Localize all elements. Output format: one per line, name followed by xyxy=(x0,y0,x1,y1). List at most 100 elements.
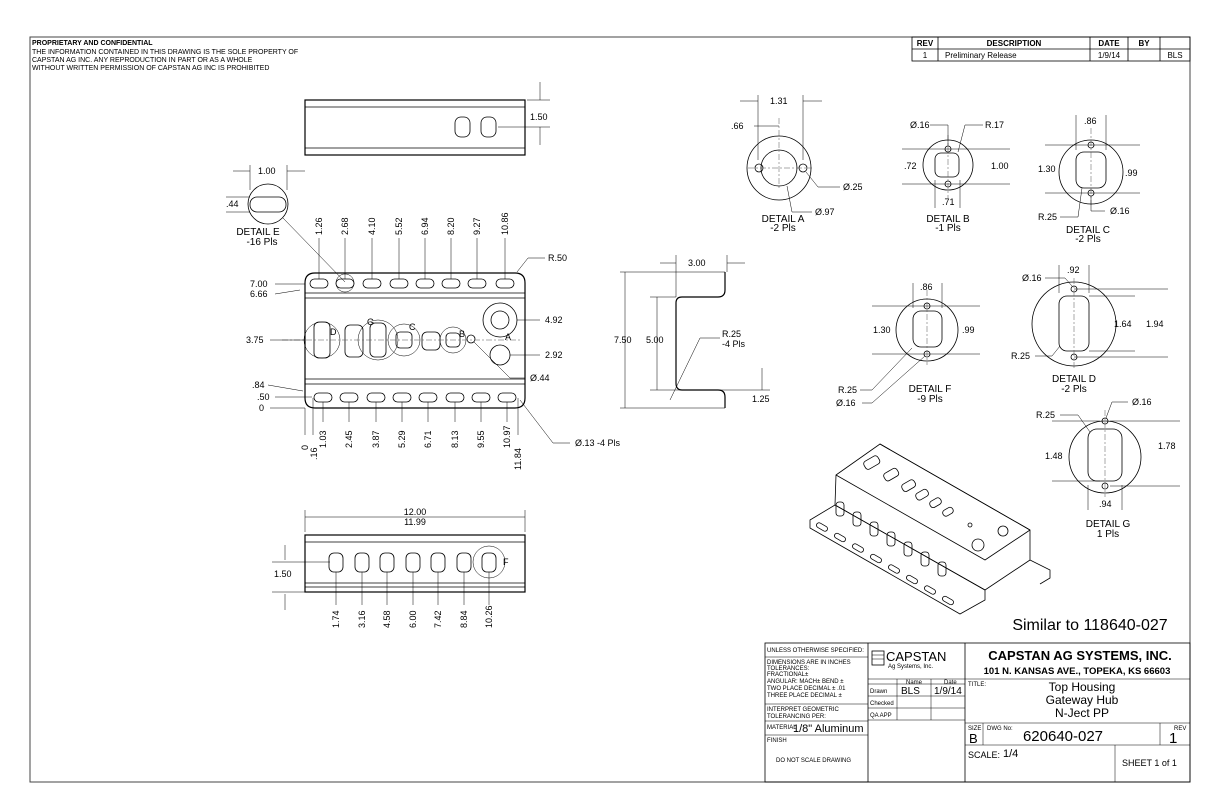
detail-c: .86 1.30 .99 R.25 Ø.16 DETAIL C -2 Pls xyxy=(1038,115,1140,245)
top-slot xyxy=(309,278,329,289)
iso-flange-slot xyxy=(852,543,864,553)
top-position-label: 2.68 xyxy=(340,217,350,235)
edge-11-84: 11.84 xyxy=(513,448,523,470)
detail-e-count: -16 Pls xyxy=(246,237,277,248)
detail-g-span: 1.78 xyxy=(1158,441,1176,451)
title-line: Gateway Hub xyxy=(1046,693,1119,707)
detail-b-width: .71 xyxy=(942,197,955,207)
detail-d-title: DETAIL D xyxy=(1052,374,1096,385)
detail-a-bore: Ø.97 xyxy=(815,207,835,217)
iso-flange-slots xyxy=(816,522,954,606)
detail-d-span: 1.94 xyxy=(1146,319,1164,329)
bottom-view-cutouts xyxy=(328,552,497,573)
detail-marker-b: B xyxy=(459,329,465,339)
bottom-slot xyxy=(366,392,386,403)
edge-0: 0 xyxy=(300,445,310,450)
detail-g-hole: Ø.16 xyxy=(1132,397,1152,407)
checked-label: Checked xyxy=(870,701,894,707)
detail-d-count: -2 Pls xyxy=(1061,384,1087,395)
tol-line: ANGULAR: MACH± BEND ± xyxy=(767,679,844,685)
bottom-view-cutout xyxy=(379,552,395,573)
detail-e: 1.00 .44 DETAIL E -16 Pls xyxy=(226,165,346,283)
bottom-slot-row xyxy=(313,392,517,403)
detail-marker-d: D xyxy=(330,327,337,337)
drawn-label: Drawn xyxy=(870,689,887,695)
bottom-view-cutout xyxy=(430,552,446,573)
sheet-count: SHEET 1 of 1 xyxy=(1122,758,1177,768)
notice-line: WITHOUT WRITTEN PERMISSION OF CAPSTAN AG… xyxy=(32,65,269,72)
top-position-label: 4.10 xyxy=(367,217,377,235)
bottom-view-position-label: 4.58 xyxy=(382,610,392,628)
detail-g-title: DETAIL G xyxy=(1086,519,1131,530)
detail-d-height: 1.64 xyxy=(1114,319,1132,329)
bottom-view-cutout xyxy=(328,552,344,573)
detail-marker-f: F xyxy=(503,557,509,567)
detail-e-title: DETAIL E xyxy=(236,227,280,238)
dim-2-92: 2.92 xyxy=(545,350,563,360)
top-slot xyxy=(495,278,515,289)
detail-f-span: 1.30 xyxy=(873,325,891,335)
top-slot xyxy=(467,278,487,289)
bottom-view-height: 1.50 xyxy=(274,569,292,579)
top-slot-row xyxy=(309,273,515,293)
logo-icon xyxy=(871,650,885,666)
detail-d-width: .92 xyxy=(1067,265,1080,275)
title-line: N-Ject PP xyxy=(1055,706,1109,720)
bottom-slot xyxy=(392,392,412,403)
detail-a-count: -2 Pls xyxy=(770,223,796,234)
company-address: 101 N. KANSAS AVE., TOPEKA, KS 66603 xyxy=(984,666,1171,677)
rev-label: REV xyxy=(1174,726,1186,732)
detail-d-hole: Ø.16 xyxy=(1022,273,1042,283)
rev-value: 1 xyxy=(1169,730,1177,747)
edge-0-16: .16 xyxy=(309,447,319,460)
notice-line: CAPSTAN AG INC. ANY REPRODUCTION IN PART… xyxy=(32,57,253,64)
top-slot xyxy=(441,278,461,289)
iso-top-cutout xyxy=(915,488,929,501)
tol-line: TOLERANCES: xyxy=(767,666,810,672)
signoff-date-header: Date xyxy=(944,680,957,686)
dwg-label: DWG No: xyxy=(987,726,1013,732)
isometric-view xyxy=(809,443,1051,615)
bottom-position-label: 8.13 xyxy=(450,430,460,448)
bottom-position-label: 3.87 xyxy=(371,430,381,448)
detail-marker-a: A xyxy=(505,332,511,342)
signoff-name-header: Name xyxy=(906,680,923,686)
revision-table: REV DESCRIPTION DATE BY 1 Preliminary Re… xyxy=(911,36,1191,62)
detail-f-radius: R.25 xyxy=(838,385,857,395)
bottom-position-label: 5.29 xyxy=(397,430,407,448)
detail-marker-c: C xyxy=(409,322,416,332)
side-flange: 1.25 xyxy=(752,394,770,404)
detail-b-span: 1.00 xyxy=(991,161,1009,171)
iso-flange-slot xyxy=(906,574,918,585)
side-radius-count: -4 Pls xyxy=(722,339,746,349)
detail-d: .92 Ø.16 1.64 1.94 R.25 DETAIL D -2 Pls xyxy=(1011,265,1168,395)
top-position-label: 10.86 xyxy=(500,212,510,235)
side-radius: R.25 xyxy=(722,329,741,339)
title-line: Top Housing xyxy=(1049,680,1116,694)
top-view-height-dim: 1.50 xyxy=(530,112,548,122)
top-position-label: 8.20 xyxy=(446,217,456,235)
logo-sub: Ag Systems, Inc. xyxy=(888,664,933,670)
detail-e-height: .44 xyxy=(226,199,239,209)
iso-flange-slot xyxy=(870,553,882,564)
iso-flange-slot xyxy=(924,585,936,595)
bottom-position-label: 6.71 xyxy=(423,430,433,448)
side-width: 3.00 xyxy=(688,258,706,268)
detail-a-offset: .66 xyxy=(731,121,744,131)
scale-label: SCALE: xyxy=(968,750,1000,760)
detail-marker-g: G xyxy=(367,317,374,327)
hole-dia-44: Ø.44 xyxy=(530,373,550,383)
dim-0-50: .50 xyxy=(257,392,270,402)
detail-b-title: DETAIL B xyxy=(926,214,970,225)
detail-b-hole: Ø.16 xyxy=(910,120,930,130)
side-inner: 5.00 xyxy=(646,335,664,345)
bottom-view-cutout xyxy=(456,552,472,573)
top-slot xyxy=(335,278,355,289)
tol-line: TOLERANCING PER: xyxy=(767,714,826,720)
date-header: DATE xyxy=(1098,39,1120,48)
